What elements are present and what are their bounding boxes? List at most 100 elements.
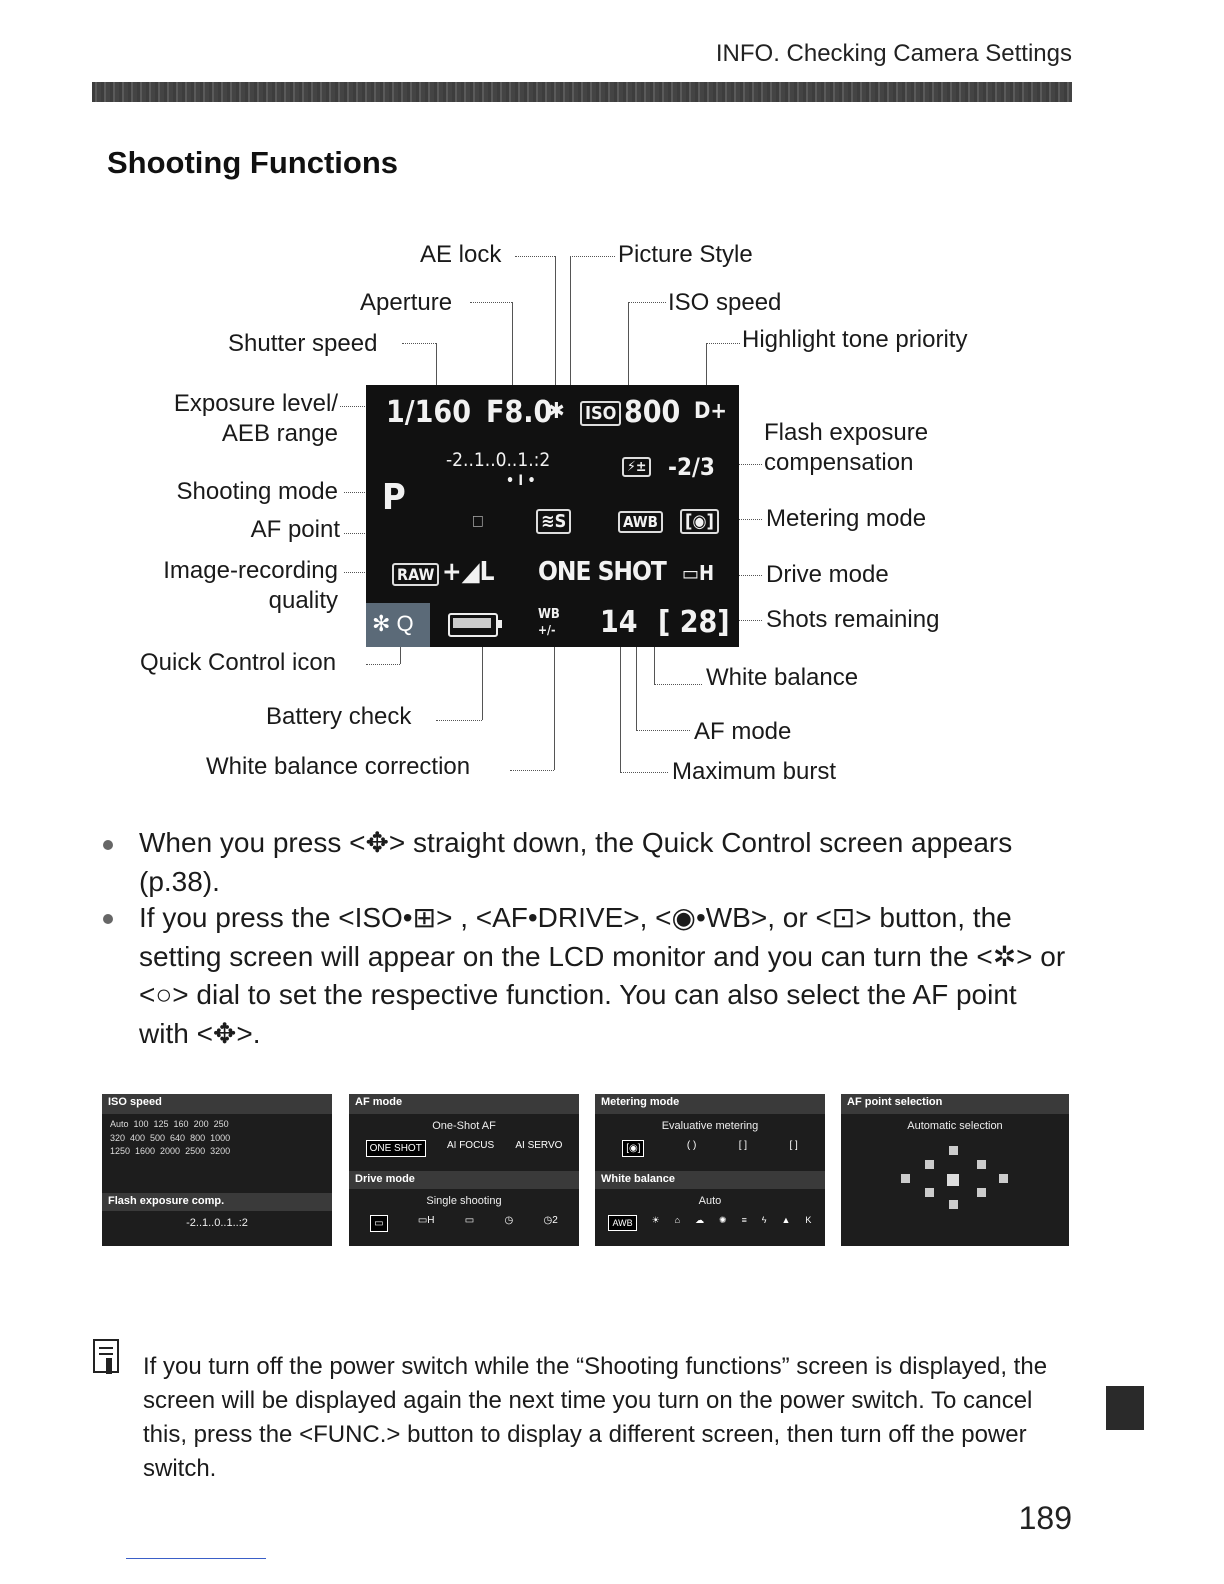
leader-line [706, 343, 707, 386]
wb-icon: AWB [618, 511, 663, 533]
lcd-quality: +◢L [442, 557, 495, 587]
leader-line [570, 256, 571, 386]
label-aperture: Aperture [360, 289, 453, 316]
leader-line [554, 646, 555, 770]
menu-current: One-Shot AF [432, 1120, 496, 1132]
menu-current: Single shooting [426, 1195, 502, 1207]
leader-line [340, 406, 367, 407]
leader-line [344, 533, 367, 534]
leader-line [706, 343, 740, 344]
bullet-item: If you press the <ISO•⊞> , <AF•DRIVE>, <… [139, 902, 1066, 1049]
menu-option: ☀ [651, 1215, 660, 1225]
menu-current: Automatic selection [907, 1120, 1003, 1132]
af-point-icon: □ [472, 513, 484, 529]
menu-current: Auto [698, 1195, 722, 1207]
menu-iso-values: Auto 100 125 160 200 250 320 400 500 640… [110, 1119, 231, 1156]
lcd-shutter: 1/160 [386, 395, 471, 430]
leader-line [620, 772, 668, 773]
leader-line [482, 646, 483, 720]
flash-comp-icon: ⚡± [622, 457, 652, 477]
leader-line [738, 620, 762, 621]
label-shooting-mode: Shooting mode [176, 478, 338, 505]
menu-option: AWB [608, 1215, 637, 1231]
leader-line [344, 572, 367, 573]
leader-line [436, 343, 437, 386]
bullet-dot [103, 840, 113, 850]
label-af-mode: AF mode [694, 718, 792, 745]
label-drive: Drive mode [766, 561, 889, 588]
label-max-burst: Maximum burst [672, 758, 837, 785]
raw-badge: RAW [392, 563, 440, 586]
menu-flash-scale: -2..1..0..1..:2 [186, 1216, 248, 1229]
chapter-tab [1106, 1386, 1144, 1430]
lcd-iso: 800 [624, 395, 681, 430]
leader-line [636, 646, 637, 730]
footer-rule [126, 1558, 266, 1559]
leader-line [344, 492, 367, 493]
menu-option: ▲ [781, 1215, 791, 1225]
wb-correction-sign: +/- [538, 623, 556, 637]
lcd-exposure-scale: -2..1..0..1.:2 [446, 449, 551, 471]
lcd-scale-marks: • I • [506, 473, 536, 489]
label-white-balance: White balance [706, 664, 859, 691]
lcd-af-mode: ONE SHOT [538, 557, 667, 587]
wb-correction-icon: WB [538, 607, 560, 622]
label-shutter-speed: Shutter speed [228, 330, 378, 357]
metering-icon: [◉] [680, 509, 719, 534]
label-flash-comp-line2: compensation [764, 449, 914, 476]
header-band [92, 82, 1072, 102]
picture-style-icon: ≋S [536, 509, 572, 534]
label-exposure-level-line1: Exposure level/ [173, 390, 338, 417]
label-ae-lock: AE lock [420, 241, 502, 268]
label-iso-speed: ISO speed [668, 289, 782, 316]
lcd-shots-remaining: [ 28] [658, 605, 730, 640]
lcd-ae-lock-icon: ✱ [548, 399, 565, 424]
menu-current: Evaluative metering [661, 1120, 759, 1132]
bullet-dot [103, 914, 113, 924]
menu-option: ≡ [741, 1215, 747, 1225]
leader-line [400, 646, 401, 664]
lcd-max-burst: 14 [600, 605, 638, 640]
drive-icon: ▭H [682, 561, 715, 585]
menu-af-point-selection: AF point selection Automatic selection [841, 1094, 1069, 1246]
menu-subtitle: Drive mode [349, 1171, 579, 1189]
menu-metering-mode: Metering mode Evaluative metering [◉] ( … [595, 1094, 825, 1246]
leader-line [470, 302, 512, 303]
menu-option: ☁ [695, 1215, 705, 1225]
af-point-grid [841, 1132, 1069, 1222]
label-highlight: Highlight tone priority [742, 326, 968, 353]
leader-line [628, 302, 629, 386]
leader-line [636, 730, 690, 731]
menu-title: AF point selection [841, 1094, 1069, 1114]
menu-title: Metering mode [595, 1094, 825, 1114]
lcd-aperture: F8.0 [486, 395, 553, 430]
page-number: 189 [1018, 1500, 1072, 1536]
leader-line [510, 770, 554, 771]
leader-line [402, 343, 436, 344]
quick-control-glyph: ✻ Q [372, 611, 414, 636]
leader-line [738, 519, 762, 520]
menu-af-mode: AF mode One-Shot AF ONE SHOT AI FOCUS AI… [349, 1094, 579, 1246]
label-flash-comp: Flash exposure compensation [764, 418, 928, 478]
label-exposure-level: Exposure level/ AEB range [100, 389, 338, 449]
leader-line [654, 646, 655, 684]
menu-iso-speed: ISO speed Auto 100 125 160 200 250 320 4… [102, 1094, 332, 1246]
quick-control-icon: ✻ Q [366, 603, 430, 647]
menu-option: ▭H [417, 1215, 435, 1226]
label-exposure-level-line2: AEB range [221, 420, 338, 447]
battery-icon [448, 613, 502, 637]
lcd-flash-comp: -2/3 [668, 453, 715, 481]
lcd-highlight-icon: D+ [694, 399, 728, 424]
leader-line [512, 302, 513, 386]
page-title: Shooting Functions [107, 145, 399, 180]
leader-line [654, 684, 702, 685]
label-wb-correction: White balance correction [206, 753, 471, 780]
label-metering: Metering mode [766, 505, 927, 532]
menu-option: ◷ [504, 1215, 514, 1226]
label-af-point: AF point [250, 516, 340, 543]
menu-option: ⌂ [674, 1215, 681, 1225]
lcd-mode: P [382, 477, 406, 518]
label-flash-comp-line1: Flash exposure [764, 419, 929, 446]
label-battery: Battery check [266, 703, 412, 730]
menu-option: [◉] [622, 1140, 645, 1157]
